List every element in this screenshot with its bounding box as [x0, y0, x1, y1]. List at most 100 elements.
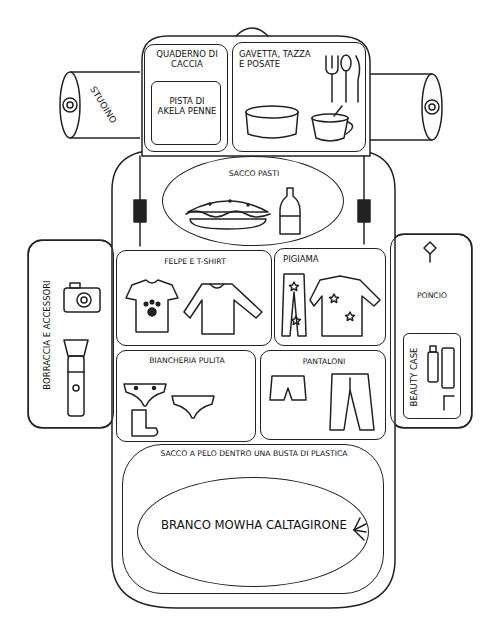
- compartment-label: SACCO A PELO DENTRO UNA BUSTA DI PLASTIC…: [123, 449, 385, 458]
- sandwich-icon: [188, 201, 268, 212]
- zipper-pull: [354, 530, 364, 540]
- camera-icon: [64, 283, 100, 312]
- camera-icon: [70, 283, 80, 288]
- trousers-compartment: PANTALONI: [260, 350, 386, 440]
- pyjama-icon: [290, 282, 299, 291]
- flashlight-icon: [68, 371, 84, 373]
- t-shirt-icon: [126, 280, 178, 332]
- compartment-label: PONCIO: [391, 291, 473, 300]
- toiletries-icon: [428, 352, 438, 382]
- sleeping-mat-roll: [70, 71, 140, 73]
- sleeping-mat-roll: [370, 74, 442, 140]
- flashlight-icon: [64, 340, 88, 416]
- sleeping-mat-roll: [425, 100, 439, 114]
- sleeping-mat-roll: [67, 102, 73, 108]
- sleeping-mat-roll: STUOINO: [58, 70, 140, 140]
- sweatshirt-icon: [184, 284, 262, 334]
- sleeping-mat-roll: [429, 104, 435, 110]
- sleeping-mat-roll: [63, 98, 77, 112]
- backpack-body: [112, 28, 395, 608]
- cutlery-icon: [326, 55, 360, 102]
- pyjama-icon: [346, 312, 355, 321]
- backpack-body: [236, 28, 268, 36]
- trousers-icon: [270, 376, 306, 400]
- cup-icon: [312, 106, 353, 141]
- underwear-icon: [132, 410, 158, 436]
- sweatshirt-icon: [184, 284, 262, 334]
- sandwich-icon: [186, 211, 270, 217]
- zipper-pull: [354, 518, 360, 530]
- toiletries-icon: [428, 346, 454, 410]
- cutlery-icon: [331, 56, 333, 68]
- trousers-icon: [330, 374, 374, 430]
- water-bottle-icon: [280, 215, 300, 217]
- pyjama-icon: [282, 274, 306, 336]
- trousers-icon: [270, 374, 374, 430]
- toiletries-icon: [444, 395, 454, 397]
- pyjama-icon: [282, 274, 380, 336]
- cutlery-icon: [356, 56, 360, 102]
- toiletries-icon: [430, 346, 436, 352]
- poncho-hook-icon: [429, 254, 431, 262]
- sweatshirt-icon: [210, 284, 224, 288]
- front-pocket: BRANCO MOWHA CALTAGIRONE: [137, 477, 369, 587]
- cutlery-icon: [345, 71, 347, 102]
- underwear-icon: [124, 384, 166, 406]
- compartment-label: BEAUTY CASE: [409, 337, 419, 417]
- side-pocket-outline: [28, 240, 114, 428]
- underwear-icon: [153, 387, 156, 390]
- camera-icon: [81, 297, 87, 303]
- poncho-hook-icon: [424, 242, 436, 254]
- shoulder-strap: [139, 222, 141, 246]
- zipper-pull: [354, 518, 366, 540]
- compartment-label: GAVETTA, TAZZA E POSATE: [239, 49, 315, 69]
- t-shirt-icon: [150, 300, 154, 304]
- right-side-pocket: PONCIO BEAUTY CASE: [390, 234, 472, 428]
- shoulder-strap: [358, 200, 370, 222]
- sandwich-icon: [209, 203, 211, 205]
- underwear-icon: [172, 396, 214, 418]
- sleeping-mat-roll: [422, 74, 442, 140]
- sleeping-bag-compartment: SACCO A PELO DENTRO UNA BUSTA DI PLASTIC…: [122, 444, 384, 594]
- compartment-label: BORRACCIA E ACCESSORI: [42, 250, 52, 420]
- toiletry-bag: BEAUTY CASE: [403, 333, 461, 419]
- water-bottle-icon: [280, 188, 300, 234]
- poncho-hook-icon: [424, 242, 436, 262]
- water-bottle-icon: [280, 188, 300, 234]
- compartment-label: PISTA DI AKELA PENNE: [155, 96, 219, 116]
- shoulder-strap: [134, 200, 146, 222]
- pyjama-icon: [310, 276, 380, 336]
- mess-kit-compartment: GAVETTA, TAZZA E POSATE: [232, 42, 366, 152]
- sweatshirt-compartment: FELPE E T-SHIRT: [116, 250, 272, 346]
- cutlery-icon: [331, 74, 333, 102]
- compartment-label: FELPE E T-SHIRT: [117, 257, 273, 266]
- shoulder-strap: [363, 156, 365, 200]
- sandwich-icon: [229, 200, 231, 202]
- shoulder-strap: [139, 156, 141, 200]
- cup-icon: [334, 106, 342, 116]
- compartment-label: PIGIAMA: [283, 254, 379, 264]
- shoulder-strap: [134, 156, 370, 246]
- compartment-label: SACCO PASTI: [163, 169, 345, 178]
- side-pocket-outline: [390, 234, 472, 428]
- t-shirt-icon: [126, 280, 178, 332]
- toiletries-icon: [442, 348, 454, 388]
- compartment-label: BIANCHERIA PULITA: [117, 356, 257, 365]
- flashlight-icon: [68, 356, 84, 416]
- sleeping-mat-roll: [70, 137, 140, 139]
- cutlery-icon: [326, 56, 338, 74]
- flashlight-icon: [73, 385, 79, 391]
- left-side-pocket: BORRACCIA E ACCESSORI: [28, 240, 114, 428]
- sandwich-icon: [247, 204, 249, 206]
- camera-icon: [77, 293, 91, 307]
- inner-pocket: PISTA DI AKELA PENNE: [151, 81, 221, 145]
- shoulder-strap: [363, 222, 365, 244]
- mess-tin-icon: [246, 106, 298, 138]
- sleeping-mat-roll: [60, 72, 80, 138]
- cup-icon: [312, 114, 348, 122]
- t-shirt-icon: [156, 302, 160, 306]
- sandwich-icon: [186, 200, 270, 229]
- notebook-compartment: QUADERNO DI CACCIA PISTA DI AKELA PENNE: [144, 44, 228, 152]
- compartment-label: QUADERNO DI CACCIA: [149, 49, 225, 69]
